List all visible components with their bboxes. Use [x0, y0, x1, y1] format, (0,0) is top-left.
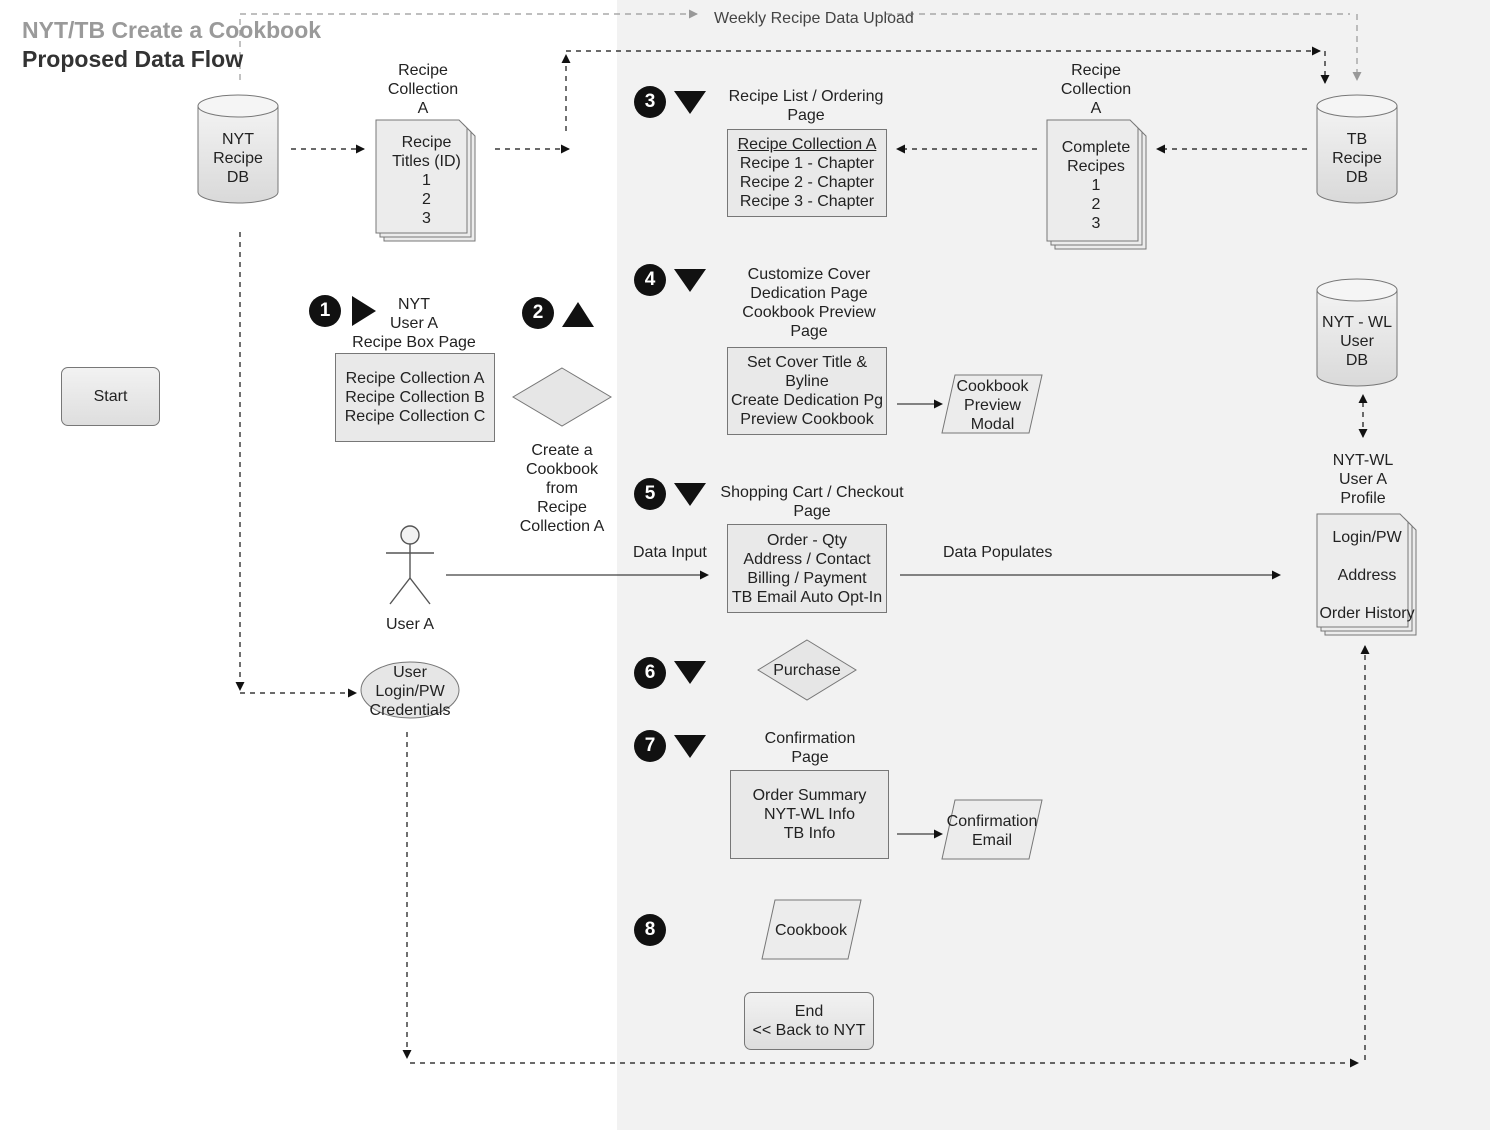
- recipe-titles-doc-stack: [375, 119, 476, 242]
- recipe-titles-doc: Recipe Titles (ID) 1 2 3: [392, 134, 461, 227]
- weekly-upload-connector: [239, 9, 1362, 81]
- user-a-label: User A: [385, 616, 434, 633]
- profile-login: Login/PW: [1332, 529, 1402, 546]
- step-badge-7: 7: [634, 730, 666, 762]
- solid-connectors: [446, 399, 1281, 839]
- recipe-box-item[interactable]: Recipe Collection C: [344, 408, 486, 425]
- step-badge-6: 6: [634, 657, 666, 689]
- diagram-subtitle: Proposed Data Flow: [22, 46, 244, 72]
- cookbook-preview-modal: Cookbook Preview Modal: [956, 378, 1029, 433]
- purchase-diamond: [757, 639, 857, 701]
- profile-order-history: Order History: [1319, 605, 1415, 622]
- complete-recipes-doc-stack: [1046, 119, 1147, 250]
- step-badge-3: 3: [634, 86, 666, 118]
- recipe-collection-label-right: Recipe Collection A: [1060, 62, 1132, 117]
- create-cookbook-diamond: [512, 367, 612, 427]
- purchase-node[interactable]: Purchase: [773, 662, 841, 679]
- complete-recipes-doc: Complete Recipes 1 2 3: [1061, 139, 1131, 232]
- nytwl-profile-label: NYT-WL User A Profile: [1332, 452, 1394, 507]
- recipe-list-page[interactable]: Recipe Collection A Recipe 1 - Chapter R…: [727, 129, 887, 217]
- step-badge-4: 4: [634, 264, 666, 296]
- recipe-box-item[interactable]: Recipe Collection A: [345, 370, 485, 387]
- customize-page[interactable]: Set Cover Title & Byline Create Dedicati…: [727, 347, 887, 435]
- weekly-upload-label: Weekly Recipe Data Upload: [714, 10, 914, 27]
- cookbook-output: Cookbook: [774, 922, 848, 939]
- profile-doc-stack: [1316, 513, 1417, 636]
- preview-modal-shape: [941, 374, 1043, 434]
- recipe-box-page-label: NYT User A Recipe Box Page: [352, 296, 476, 351]
- nyt-db-cylinder: [197, 94, 279, 204]
- tb-db-cylinder: [1316, 94, 1398, 204]
- confirmation-email-shape: [941, 799, 1043, 860]
- step-badge-5: 5: [634, 478, 666, 510]
- user-login-credentials: User Login/PW Credentials: [369, 664, 451, 719]
- dashed-connectors: [235, 46, 1370, 1068]
- end-node[interactable]: End << Back to NYT: [744, 992, 874, 1050]
- step-badge-8: 8: [634, 914, 666, 946]
- diagram-title: NYT/TB Create a Cookbook: [22, 17, 322, 43]
- badge-triangles: [352, 91, 706, 758]
- cookbook-shape: [761, 899, 862, 960]
- recipe-list-heading[interactable]: Recipe Collection A: [737, 136, 877, 153]
- recipe-box-item[interactable]: Recipe Collection B: [345, 389, 485, 406]
- nytwl-user-db: NYT - WL User DB: [1322, 314, 1392, 369]
- create-cookbook-label: Create a Cookbook from Recipe Collection…: [519, 442, 605, 535]
- step-badge-1: 1: [309, 295, 341, 327]
- recipe-list-item[interactable]: Recipe 2 - Chapter: [739, 174, 875, 191]
- profile-address: Address: [1337, 567, 1397, 584]
- user-a-stick-figure: [386, 525, 434, 605]
- recipe-list-item[interactable]: Recipe 3 - Chapter: [739, 193, 875, 210]
- nytwl-db-cylinder: [1316, 278, 1398, 387]
- recipe-list-item[interactable]: Recipe 1 - Chapter: [739, 155, 875, 172]
- recipe-box-page[interactable]: Recipe Collection A Recipe Collection B …: [335, 353, 495, 442]
- nyt-recipe-db: NYT Recipe DB: [213, 131, 263, 186]
- confirmation-page[interactable]: Order Summary NYT-WL Info TB Info: [730, 770, 889, 859]
- recipe-collection-label-left: Recipe Collection A: [387, 62, 459, 117]
- checkout-page-label: Shopping Cart / Checkout Page: [720, 484, 904, 520]
- step-badge-2: 2: [522, 297, 554, 329]
- confirmation-email: Confirmation Email: [946, 813, 1038, 849]
- confirmation-page-label: Confirmation Page: [764, 730, 856, 766]
- start-node[interactable]: Start: [61, 367, 160, 426]
- checkout-page[interactable]: Order - Qty Address / Contact Billing / …: [727, 524, 887, 613]
- customize-page-label: Customize Cover Dedication Page Cookbook…: [742, 266, 876, 340]
- recipe-list-page-label: Recipe List / Ordering Page: [728, 88, 884, 124]
- user-login-ellipse: [360, 661, 460, 719]
- data-populates-label: Data Populates: [943, 544, 1053, 561]
- data-input-label: Data Input: [633, 544, 707, 561]
- tb-recipe-db: TB Recipe DB: [1332, 131, 1382, 186]
